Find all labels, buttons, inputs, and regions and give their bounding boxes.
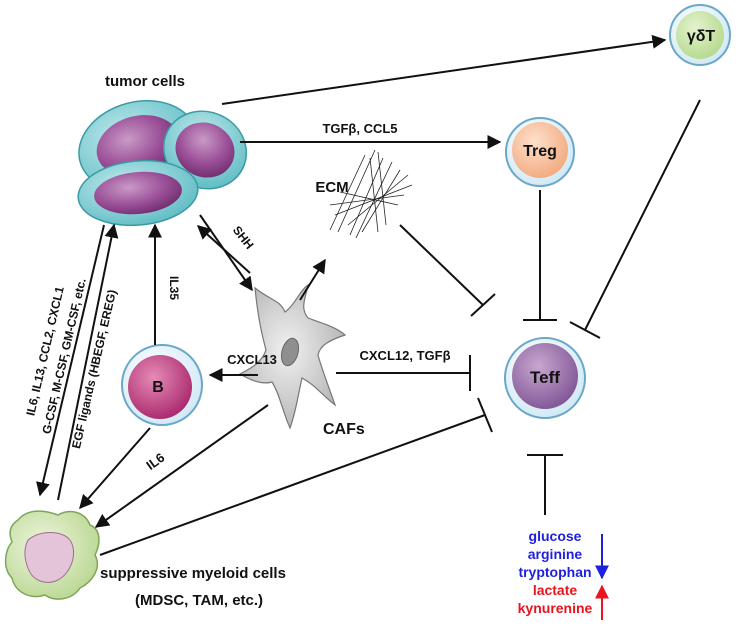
treg-cell-icon	[505, 117, 575, 187]
metabolites-block: glucose arginine tryptophan lactate kynu…	[518, 528, 609, 620]
b-cell-icon	[121, 344, 203, 426]
b-cell-label: B	[152, 379, 164, 396]
metabolite-decreased-0: glucose	[529, 528, 582, 544]
edge-label-cxcl12-tgfb: CXCL12, TGFβ	[360, 348, 451, 363]
metabolite-increased-1: kynurenine	[518, 600, 593, 616]
edge-label-il6: IL6	[143, 450, 167, 473]
teff-label: Teff	[530, 368, 560, 387]
arrow-myeloid-to-tumor	[57, 223, 119, 501]
gdt-label: γδT	[687, 28, 716, 45]
inhibition-edges	[99, 99, 701, 556]
metabolite-decreased-2: tryptophan	[518, 564, 591, 580]
arrow-caf-to-myeloid	[94, 404, 269, 528]
arrow-tumor-to-myeloid	[36, 224, 105, 497]
metabolite-increased-0: lactate	[533, 582, 578, 598]
ecm-label: ECM	[315, 179, 348, 196]
arrow-tumor-to-gdt	[221, 34, 667, 105]
arrow-b-to-myeloid	[79, 427, 151, 510]
arrow-caf-to-tumor-shh	[196, 225, 251, 274]
edge-label-cxcl13: CXCL13	[227, 352, 277, 367]
inhibit-ecm-to-teff	[399, 224, 484, 306]
tumor-cells-label: tumor cells	[105, 73, 185, 90]
inhibit-gdt-to-teff	[584, 99, 701, 331]
edge-label-il35: IL35	[167, 276, 181, 300]
arrow-caf-to-ecm	[299, 258, 326, 301]
edge-label-shh: SHH	[230, 223, 257, 252]
ecm-fibers-icon	[329, 149, 413, 239]
treg-label: Treg	[523, 143, 557, 160]
myeloid-label-line2: (MDSC, TAM, etc.)	[135, 592, 263, 609]
inhibit-myeloid-to-teff	[99, 414, 486, 556]
cafs-label: CAFs	[323, 421, 365, 438]
myeloid-label-line1: suppressive myeloid cells	[100, 565, 286, 582]
myeloid-cell-icon	[4, 510, 100, 600]
metabolite-decreased-1: arginine	[528, 546, 583, 562]
tumor-cells-icon	[77, 100, 248, 227]
teff-cell-icon	[504, 337, 586, 419]
gdt-cell-icon	[669, 4, 731, 66]
edge-label-tgfb-ccl5: TGFβ, CCL5	[322, 121, 397, 136]
